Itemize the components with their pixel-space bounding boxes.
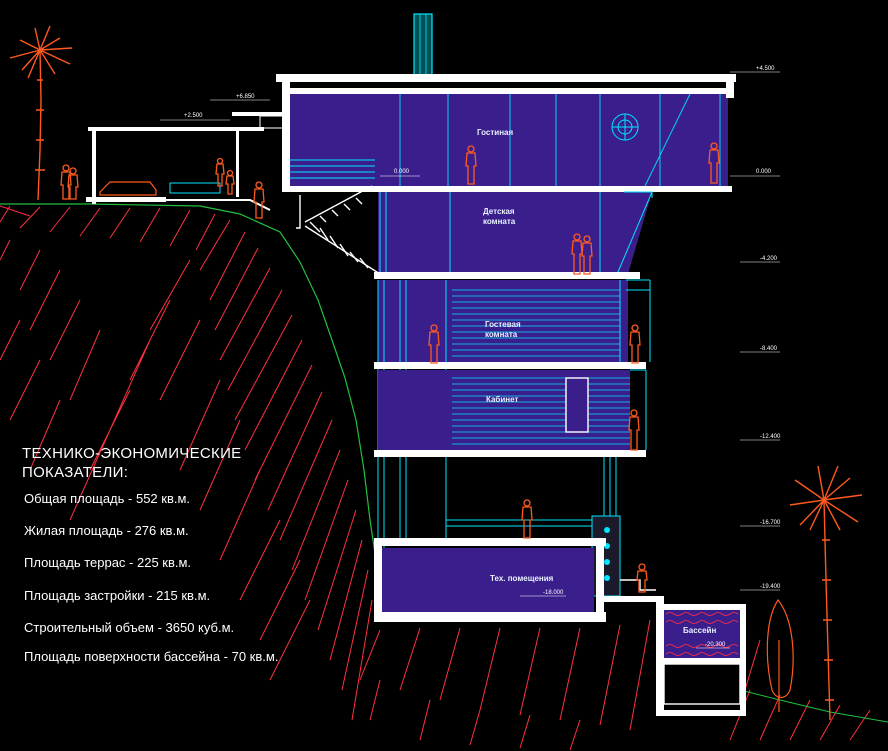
indicator-pool-area: Площадь поверхности бассейна - 70 кв.м. <box>24 649 278 664</box>
palm-tree-left <box>9 25 73 201</box>
terrace-steps <box>620 579 656 591</box>
palm-tree-right <box>789 465 863 721</box>
person-icon <box>521 499 533 539</box>
person-icon <box>581 235 593 275</box>
level-l3: -12.400 <box>760 434 781 440</box>
level-pool-bottom: -20.300 <box>705 642 726 648</box>
indicator-total-area: Общая площадь - 552 кв.м. <box>24 491 190 506</box>
level-entry: 0.000 <box>394 169 410 175</box>
cypress-tree <box>766 598 794 712</box>
person-icon <box>60 164 72 200</box>
canopy: +6.850 <box>210 94 287 129</box>
room-guest-1: Гостевая <box>485 320 521 329</box>
chimney <box>413 13 433 81</box>
person-icon <box>708 142 720 184</box>
stair <box>296 185 381 275</box>
person-icon <box>253 181 265 219</box>
indicator-living-area: Жилая площадь - 276 кв.м. <box>24 523 189 538</box>
person-icon <box>571 233 583 275</box>
person-icon <box>225 169 235 195</box>
person-icon <box>67 167 79 200</box>
terrain <box>0 203 888 751</box>
person-icon <box>428 324 440 364</box>
person-icon <box>628 409 640 451</box>
room-children-1: Детская <box>483 207 515 216</box>
indicators: ТЕХНИКО-ЭКОНОМИЧЕСКИЕ ПОКАЗАТЕЛИ: Общая … <box>22 445 278 664</box>
room-tech: Тех. помещения <box>490 574 554 583</box>
level-pool-top: -19.400 <box>760 584 781 590</box>
person-icon <box>629 324 641 364</box>
floor-living: Гостиная +4.500 0.000 0.000 <box>276 66 780 192</box>
room-pool: Бассейн <box>683 626 716 635</box>
person-icon <box>636 563 648 593</box>
room-guest-2: комната <box>485 330 518 339</box>
person-icon <box>465 145 477 185</box>
level-l2: -8.400 <box>760 346 778 352</box>
level-roof-small: +6.850 <box>236 94 255 100</box>
floor-cabinet: Кабинет -12.400 <box>374 370 781 457</box>
indicators-heading-1: ТЕХНИКО-ЭКОНОМИЧЕСКИЕ <box>22 445 241 462</box>
pool: Бассейн -20.300 -19.400 <box>604 584 781 716</box>
room-cabinet: Кабинет <box>486 395 518 404</box>
indicator-terrace-area: Площадь террас - 225 кв.м. <box>24 555 191 570</box>
room-living: Гостиная <box>477 128 513 137</box>
level-tech: -18.000 <box>543 590 564 596</box>
floor-children: Детская комната -4.200 <box>374 191 780 279</box>
person-icon <box>215 157 225 187</box>
level-l1: -4.200 <box>760 256 778 262</box>
level-l4: -16.700 <box>760 520 781 526</box>
level-carport: +2.500 <box>184 113 203 119</box>
indicator-volume: Строительный объем - 3650 куб.м. <box>24 620 234 635</box>
indicators-heading-2: ПОКАЗАТЕЛИ: <box>22 464 128 481</box>
indicator-footprint: Площадь застройки - 215 кв.м. <box>24 588 210 603</box>
level-top: +4.500 <box>756 66 775 72</box>
clock-icon <box>611 113 639 141</box>
floor-tech: Тех. помещения -18.000 <box>374 538 606 622</box>
level-right-zero: 0.000 <box>756 169 772 175</box>
railings <box>624 191 653 450</box>
people <box>60 142 720 593</box>
carport: +2.500 <box>86 113 271 211</box>
room-children-2: комната <box>483 217 516 226</box>
